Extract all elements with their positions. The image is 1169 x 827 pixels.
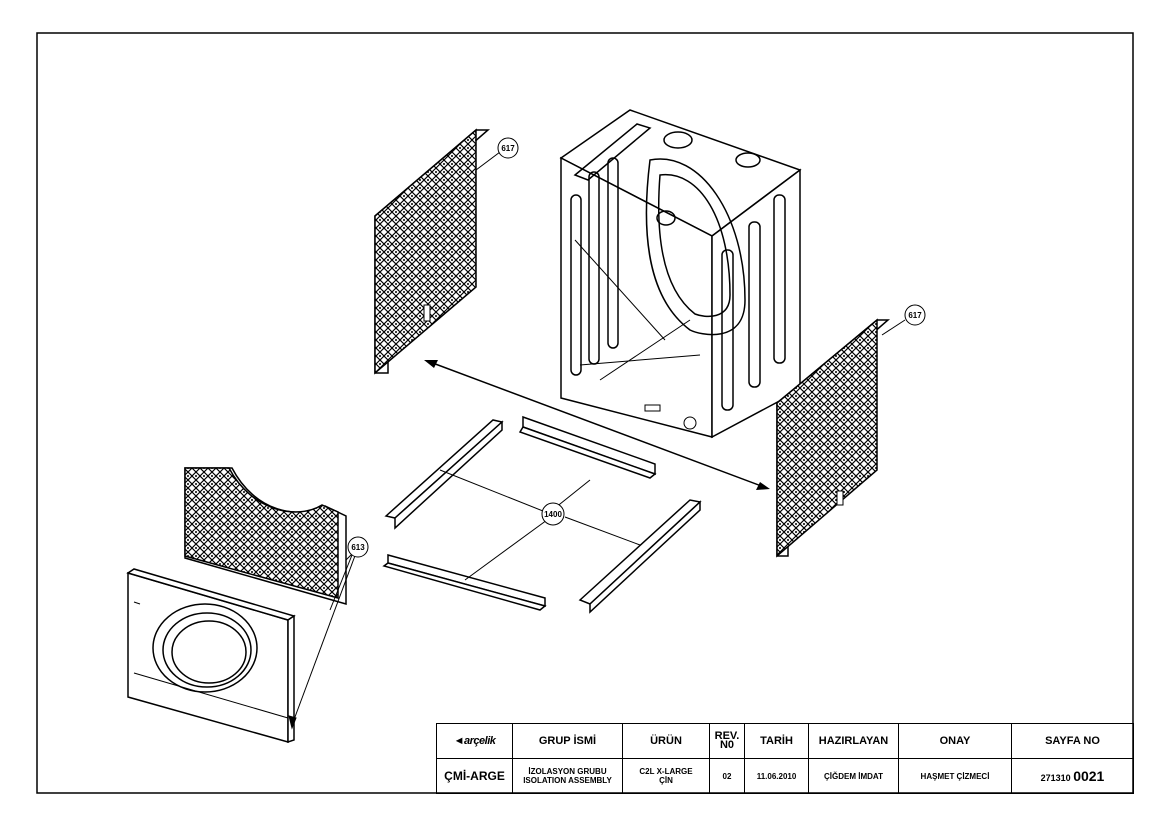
title-block: ◄arçelik GRUP İSMİ ÜRÜN REV.N0 TARİH HAZ… bbox=[436, 723, 1134, 794]
cabinet-body bbox=[559, 109, 802, 439]
header-prepared-by: HAZIRLAYAN bbox=[808, 723, 899, 759]
callout-617-back-label: 617 bbox=[501, 144, 515, 153]
value-date: 11.06.2010 bbox=[744, 758, 809, 794]
callout-613: 613 bbox=[347, 536, 369, 558]
logo-mark: ◄ bbox=[453, 735, 465, 747]
callout-617-side-label: 617 bbox=[908, 311, 922, 320]
assembly-direction-arrow bbox=[424, 360, 770, 490]
callout-613-label: 613 bbox=[351, 543, 365, 552]
back-insulation-panel bbox=[374, 128, 501, 375]
side-insulation-panel bbox=[776, 318, 906, 558]
front-cabinet-panel bbox=[126, 568, 296, 744]
header-rev: REV.N0 bbox=[709, 723, 745, 759]
value-prepared-by: ÇİĞDEM İMDAT bbox=[808, 758, 899, 794]
callout-1400: 1400 bbox=[541, 502, 565, 526]
header-date: TARİH bbox=[744, 723, 809, 759]
header-group-name: GRUP İSMİ bbox=[512, 723, 623, 759]
value-rev: 02 bbox=[709, 758, 745, 794]
callout-1400-label: 1400 bbox=[544, 510, 562, 519]
callout-617-side: 617 bbox=[904, 304, 926, 326]
header-product: ÜRÜN bbox=[622, 723, 710, 759]
value-group-name-tr: İZOLASYON GRUBU bbox=[528, 767, 607, 776]
callout-617-back: 617 bbox=[497, 137, 519, 159]
header-page-no: SAYFA NO bbox=[1011, 723, 1134, 759]
header-rev-line1: REV. bbox=[714, 730, 740, 742]
company-logo: ◄arçelik bbox=[436, 723, 513, 759]
value-page-prefix: 271310 bbox=[1040, 773, 1071, 783]
value-product-line2: ÇİN bbox=[659, 776, 673, 785]
front-insulation-panel bbox=[184, 467, 357, 605]
value-page-number: 0021 bbox=[1073, 768, 1105, 784]
value-department: ÇMİ-ARGE bbox=[436, 758, 513, 794]
value-product-line1: C2L X-LARGE bbox=[639, 767, 693, 776]
leader-lines bbox=[288, 469, 641, 730]
value-group-name-en: ISOLATION ASSEMBLY bbox=[523, 776, 612, 785]
base-rails bbox=[382, 415, 702, 614]
header-approval: ONAY bbox=[898, 723, 1012, 759]
logo-text: arçelik bbox=[464, 735, 496, 747]
value-approval: HAŞMET ÇİZMECİ bbox=[898, 758, 1012, 794]
value-page-no: 271310 0021 bbox=[1011, 758, 1134, 794]
header-rev-line2: N0 bbox=[719, 739, 735, 751]
